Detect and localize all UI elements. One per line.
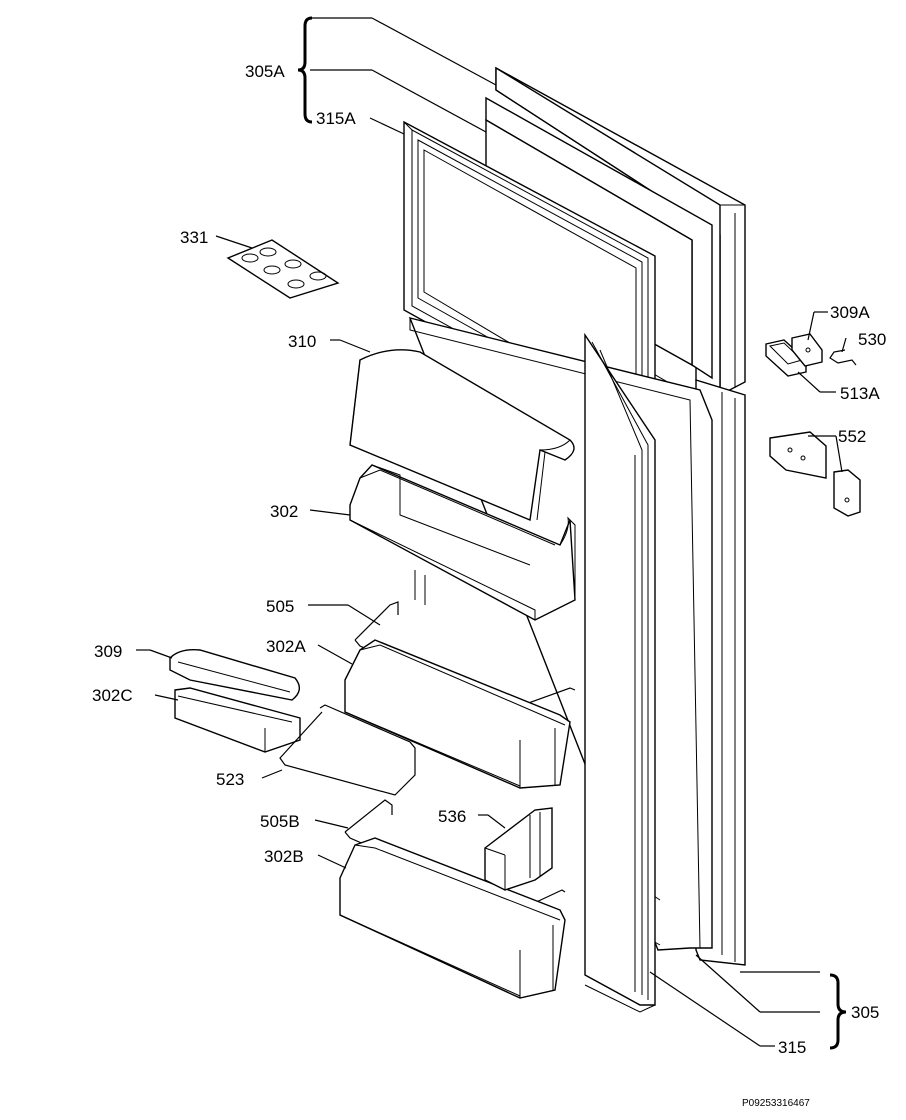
label-305A: 305A bbox=[245, 62, 285, 81]
door-shelf-302A bbox=[344, 639, 571, 789]
egg-box-lid-309 bbox=[169, 648, 300, 701]
butter-compartment-lid bbox=[349, 349, 575, 521]
label-310: 310 bbox=[288, 332, 316, 351]
leader-lines bbox=[136, 17, 847, 1047]
bottle-divider-536 bbox=[484, 807, 553, 891]
door-shelf-302 bbox=[349, 464, 576, 621]
hinge-bracket-309A bbox=[791, 333, 823, 367]
document-number: P09253316467 bbox=[742, 1098, 810, 1109]
label-302C: 302C bbox=[92, 686, 133, 705]
label-309: 309 bbox=[94, 642, 122, 661]
fridge-door-gasket bbox=[584, 332, 656, 1013]
label-513A: 513A bbox=[840, 384, 880, 403]
label-505B: 505B bbox=[260, 812, 300, 831]
label-552: 552 bbox=[838, 427, 866, 446]
egg-box-302C bbox=[174, 687, 301, 753]
label-505: 505 bbox=[266, 597, 294, 616]
label-523: 523 bbox=[216, 770, 244, 789]
clip-530 bbox=[829, 349, 857, 366]
label-302B: 302B bbox=[264, 847, 304, 866]
label-315A: 315A bbox=[316, 109, 356, 128]
label-309A: 309A bbox=[830, 303, 870, 322]
label-536: 536 bbox=[438, 807, 466, 826]
brace-305 bbox=[829, 973, 847, 1050]
label-530: 530 bbox=[858, 330, 886, 349]
egg-tray-331 bbox=[226, 239, 340, 299]
label-305: 305 bbox=[851, 1003, 879, 1022]
label-331: 331 bbox=[180, 228, 208, 247]
bottle-retainer-523 bbox=[279, 704, 416, 796]
label-302: 302 bbox=[270, 502, 298, 521]
label-302A: 302A bbox=[266, 637, 306, 656]
hinge-552 bbox=[769, 431, 861, 517]
label-315: 315 bbox=[778, 1038, 806, 1057]
brace-305A bbox=[297, 16, 313, 124]
door-shelf-302B bbox=[339, 837, 566, 999]
